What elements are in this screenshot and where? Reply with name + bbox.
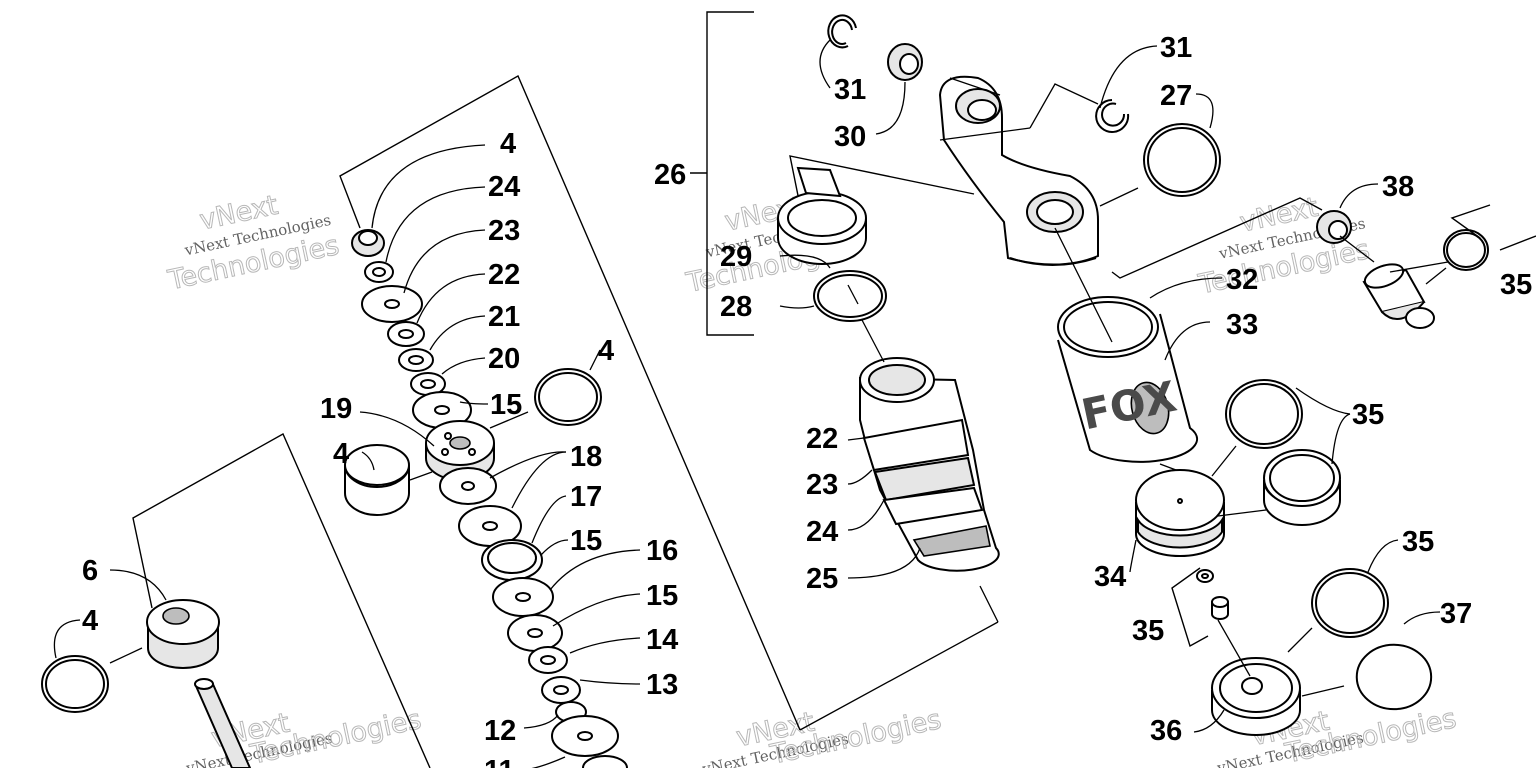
- band-lower-right: [1355, 643, 1433, 711]
- snap-ring-left: [827, 14, 857, 49]
- bottom-cap-part: [1211, 657, 1301, 736]
- o-ring-upper-right: [1143, 123, 1221, 197]
- left-leaders: [53, 144, 641, 768]
- air-sleeve-part: [1057, 296, 1199, 463]
- callout-23: 23: [488, 215, 520, 247]
- callout-33: 33: [1226, 309, 1258, 341]
- callout-17: 17: [570, 481, 602, 513]
- band-mid-right: [1263, 449, 1341, 526]
- callout-22: 22: [488, 259, 520, 291]
- center-right-leaders: [779, 39, 1441, 733]
- callout-35: 35: [1352, 399, 1384, 431]
- callout-24: 24: [488, 171, 520, 203]
- eyelet-reducer-part: [777, 166, 867, 265]
- callout-12: 12: [484, 715, 516, 747]
- watermark-bottom-center: vNext vNext Technologies Technologies: [700, 704, 945, 768]
- adjuster-knob-part: [1316, 210, 1435, 329]
- watermark-top-right: vNext vNext Technologies Technologies: [1195, 191, 1373, 301]
- callout-30: 30: [834, 121, 866, 153]
- callout-15: 15: [646, 580, 678, 612]
- callout-4: 4: [82, 605, 98, 637]
- valve-parts-small: [1196, 569, 1229, 620]
- callout-34: 34: [1094, 561, 1126, 593]
- fox-logo: FOX: [1077, 372, 1180, 440]
- callout-20: 20: [488, 343, 520, 375]
- callout-24: 24: [806, 516, 838, 548]
- bearing-part: [887, 43, 923, 81]
- piston-band-left: [344, 444, 410, 516]
- callout-36: 36: [1150, 715, 1182, 747]
- callout-23: 23: [806, 469, 838, 501]
- damper-body-part: [859, 357, 1000, 572]
- o-ring-lower-left: [41, 655, 109, 713]
- callout-16: 16: [646, 535, 678, 567]
- callout-31: 31: [834, 74, 866, 106]
- callout-4: 4: [500, 128, 516, 160]
- callout-11: 11: [484, 755, 515, 768]
- callout-26: 26: [654, 159, 686, 191]
- callout-6: 6: [82, 555, 98, 587]
- callout-19: 19: [320, 393, 352, 425]
- piston-cap-part: [1135, 469, 1225, 557]
- shaft-part: [194, 678, 252, 768]
- eyelet-part: [938, 75, 1099, 266]
- snap-ring-right: [1095, 99, 1130, 133]
- callout-37: 37: [1440, 598, 1472, 630]
- o-ring-far-right: [1443, 229, 1489, 271]
- callout-labels: 4 24 23 22 21 20 15 19 4 4 18 17 15 16 1…: [82, 32, 1532, 768]
- nut-part: [351, 229, 385, 257]
- callout-22: 22: [806, 423, 838, 455]
- callout-27: 27: [1160, 80, 1192, 112]
- callout-4: 4: [598, 335, 614, 367]
- o-ring-mid-right: [1225, 379, 1303, 449]
- callout-25: 25: [806, 563, 838, 595]
- callout-15: 15: [570, 525, 602, 557]
- callout-18: 18: [570, 441, 602, 473]
- left-connectors: [109, 411, 529, 664]
- callout-28: 28: [720, 291, 752, 323]
- callout-14: 14: [646, 624, 678, 656]
- callout-4: 4: [333, 438, 349, 470]
- callout-35: 35: [1402, 526, 1434, 558]
- seal-ring-part: [813, 270, 887, 322]
- callout-15: 15: [490, 389, 522, 421]
- watermark-top-left: vNext vNext Technologies Technologies: [164, 189, 342, 297]
- callout-21: 21: [488, 301, 520, 333]
- left-stack-bracket: [132, 75, 801, 768]
- seal-head-part: [146, 599, 220, 669]
- callout-29: 29: [720, 241, 752, 273]
- callout-13: 13: [646, 669, 678, 701]
- center-right-connectors: [799, 77, 1536, 731]
- callout-35: 35: [1132, 615, 1164, 647]
- callout-31: 31: [1160, 32, 1192, 64]
- callout-32: 32: [1226, 264, 1258, 296]
- callout-35: 35: [1500, 269, 1532, 301]
- washer-stack-upper: [361, 261, 472, 429]
- o-ring-lower-right: [1311, 568, 1389, 638]
- o-ring-part: [534, 368, 602, 426]
- shim-stack-lower: [439, 467, 628, 768]
- callout-38: 38: [1382, 171, 1414, 203]
